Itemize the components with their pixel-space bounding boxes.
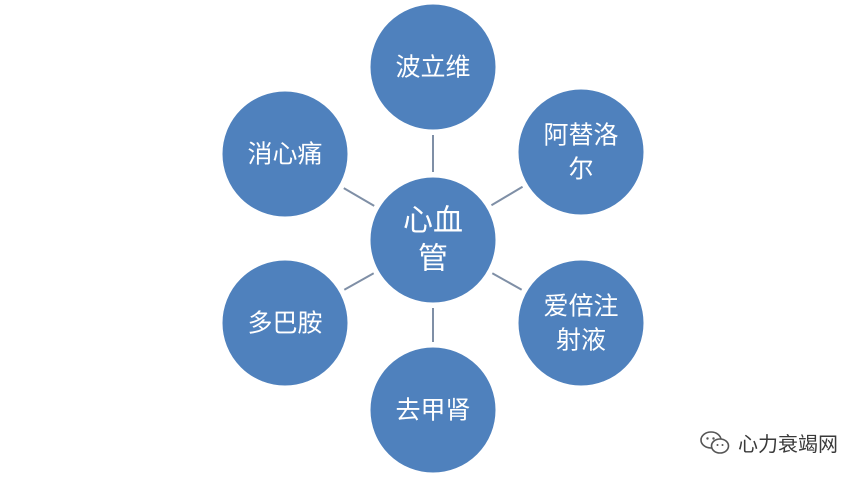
center-node-label: 心血 (403, 204, 463, 239)
node-top-circle (367, 1, 499, 133)
node-upper-left-label: 消心痛 (247, 140, 322, 169)
node-bottom-label: 去甲肾 (395, 396, 470, 425)
node-lower-left-label: 多巴胺 (247, 309, 322, 338)
center-node-circle (367, 174, 499, 306)
node-lower-right-circle (515, 257, 647, 389)
connector-upper-left (343, 187, 375, 207)
center-node: 心血管 (367, 174, 499, 306)
node-upper-right-label: 尔 (568, 155, 593, 184)
node-upper-left-circle (219, 88, 351, 220)
node-upper-right-circle (515, 86, 647, 218)
connector-upper-right (490, 185, 524, 207)
node-top: 波立维 (367, 1, 499, 133)
node-lower-left-circle (219, 257, 351, 389)
node-lower-right-label: 爱倍注 (543, 292, 618, 321)
node-top-label: 波立维 (395, 53, 470, 82)
node-upper-right-label: 阿替洛 (543, 121, 618, 150)
connector-lower-right (491, 272, 523, 291)
watermark: 心力衰竭网 (700, 428, 838, 457)
watermark-text: 心力衰竭网 (738, 432, 838, 456)
node-bottom-circle (367, 344, 499, 476)
node-lower-right-label: 射液 (556, 326, 606, 355)
node-upper-left: 消心痛 (219, 88, 351, 220)
center-node-label: 管 (418, 242, 448, 277)
wechat-icon (700, 430, 730, 454)
node-lower-left: 多巴胺 (219, 257, 351, 389)
connector-lower-left (343, 272, 375, 291)
node-bottom: 去甲肾 (367, 344, 499, 476)
